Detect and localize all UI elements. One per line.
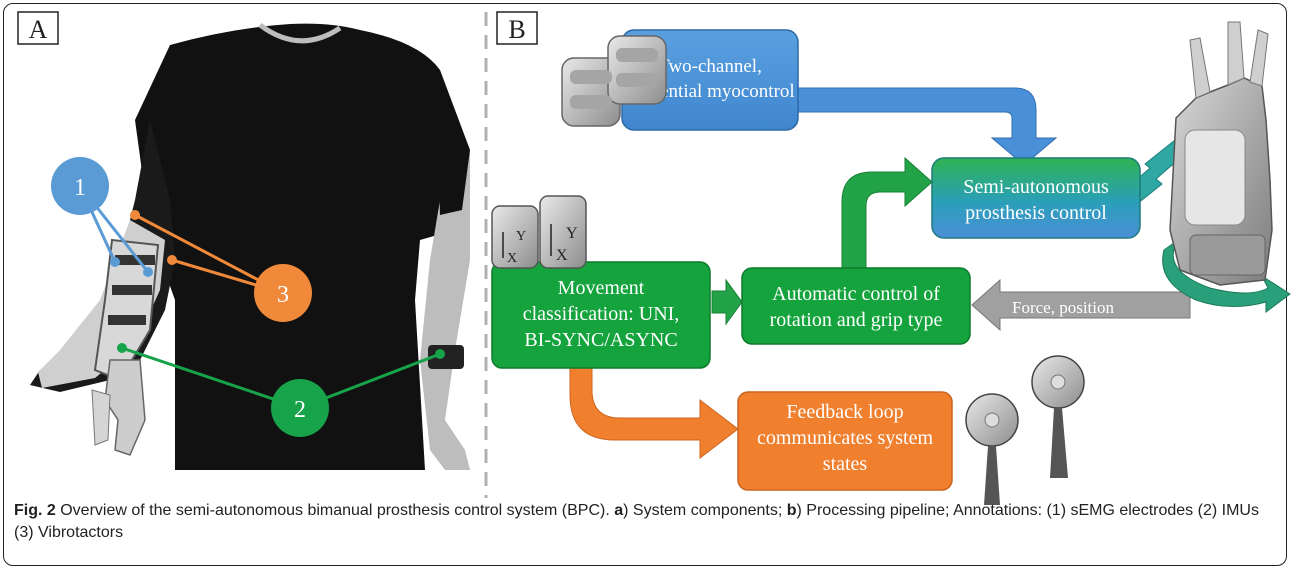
movement-classification-box: Movement classification: UNI, BI-SYNC/AS…: [491, 261, 711, 369]
figure-caption: Fig. 2 Overview of the semi-autonomous b…: [14, 500, 1276, 544]
prosthetic-hand-illustration: [1169, 21, 1273, 286]
movement-line-2: classification: UNI,: [523, 303, 680, 325]
feedback-line-2: communicates system: [757, 427, 934, 449]
caption-fig-label: Fig. 2: [14, 502, 56, 519]
panel-b-label: B: [496, 11, 538, 45]
myocontrol-line-2: sequential myocontrol: [625, 81, 794, 102]
person-figure: [30, 22, 470, 470]
callout-3: 3: [254, 264, 312, 322]
caption-text-3: ) Processing pipeline; Annotations: (1) …: [14, 502, 1259, 541]
arrow-movement-to-auto: [711, 278, 743, 326]
callout-2-label: 2: [294, 397, 306, 423]
caption-a-label: a: [614, 502, 624, 519]
automatic-line-2: rotation and grip type: [770, 309, 943, 331]
semg-electrodes-illustration: [561, 35, 667, 127]
vibrotactors-illustration: [965, 355, 1085, 505]
callout-3-label: 3: [277, 282, 289, 308]
rotation-arrow: [1162, 239, 1291, 313]
svg-text:A: A: [29, 15, 48, 44]
automatic-line-1: Automatic control of: [772, 283, 940, 305]
feedback-line-3: states: [823, 453, 868, 475]
imu-1-y-axis-label: Y: [516, 229, 526, 244]
arrow-myo-to-semi: [797, 87, 1058, 166]
imu-sensors-illustration: Y X Y X: [491, 195, 587, 269]
svg-text:B: B: [508, 15, 525, 44]
semi-autonomous-line-1: Semi-autonomous: [963, 176, 1109, 198]
force-position-label: Force, position: [1012, 298, 1114, 317]
movement-line-3: BI-SYNC/ASYNC: [524, 329, 677, 351]
feedback-loop-box: Feedback loop communicates system states: [737, 391, 953, 491]
caption-b-label: b: [786, 502, 797, 519]
automatic-control-box: Automatic control of rotation and grip t…: [741, 267, 971, 345]
figure-frame: [3, 3, 1287, 566]
arrow-auto-to-semi: [841, 156, 933, 269]
feedback-line-1: Feedback loop: [786, 401, 903, 423]
callout-2: 2: [271, 379, 329, 437]
semi-autonomous-box: Semi-autonomous prosthesis control: [931, 157, 1141, 239]
arrow-movement-to-feedback: [569, 366, 739, 460]
semi-autonomous-line-2: prosthesis control: [965, 202, 1107, 224]
imu-1-x-axis-label: X: [507, 251, 517, 266]
myocontrol-line-1: Two-channel,: [658, 56, 762, 77]
imu-2-x-axis-label: X: [556, 247, 568, 264]
caption-text-2: ) System components;: [623, 502, 787, 519]
arrow-force-position: [971, 278, 1191, 332]
caption-text-1: Overview of the semi-autonomous bimanual…: [55, 502, 615, 519]
callout-1: 1: [51, 157, 109, 215]
panel-a-label: A: [17, 11, 59, 45]
callout-1-label: 1: [74, 175, 86, 201]
movement-line-1: Movement: [558, 277, 645, 299]
imu-2-y-axis-label: Y: [566, 225, 578, 242]
